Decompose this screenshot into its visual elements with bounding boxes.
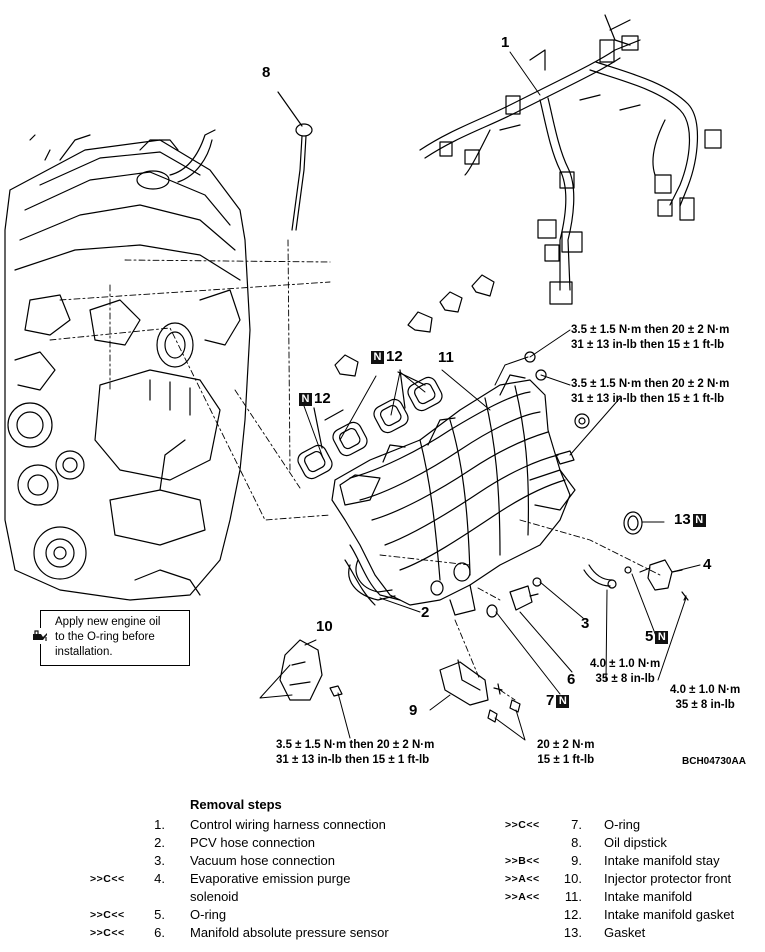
- torque-spec-line: 15 ± 1 ft-lb: [537, 754, 595, 766]
- callout-11: 11: [438, 349, 454, 366]
- removal-step-label: Evaporative emission purge: [190, 871, 351, 886]
- callout-5-number: 5: [645, 628, 654, 645]
- removal-step-number: 3.: [154, 853, 165, 868]
- removal-steps-heading: Removal steps: [190, 797, 282, 812]
- callout-4: 4: [703, 556, 712, 573]
- procedure-reference-mark: >>C<<: [90, 927, 125, 939]
- torque-spec-line: 4.0 ± 1.0 N·m: [590, 658, 661, 670]
- procedure-reference-mark: >>A<<: [505, 891, 540, 903]
- gaskets-drawing: [297, 369, 443, 480]
- wiring-harness-drawing: [419, 14, 722, 305]
- removal-step-number: 2.: [154, 835, 165, 850]
- note-line: Apply new engine oil: [55, 616, 161, 628]
- removal-step-label: Injector protector front: [604, 871, 732, 886]
- note-line: to the O-ring before: [55, 631, 155, 643]
- callout-12-right-number: 12: [386, 348, 403, 365]
- removal-step-label: Intake manifold gasket: [604, 907, 735, 922]
- new-part-badge: N: [655, 631, 669, 644]
- removal-step-number: 10.: [563, 871, 582, 886]
- removal-step-number: 12.: [563, 907, 582, 922]
- oil-dipstick-drawing: [277, 91, 313, 231]
- removal-step-number: 11.: [564, 889, 582, 904]
- callout-9: 9: [409, 702, 418, 719]
- callout-2: 2: [421, 604, 430, 621]
- callout-7-number: 7: [546, 692, 555, 709]
- removal-step-number: 13.: [563, 925, 582, 940]
- figure-code: BCH04730AA: [682, 756, 746, 767]
- removal-step-label: Manifold absolute pressure sensor: [190, 925, 389, 940]
- torque-spec-map-sensor: 4.0 ± 1.0 N·m 35 ± 8 in-lb: [590, 657, 660, 687]
- torque-spec-purge-solenoid: 4.0 ± 1.0 N·m 35 ± 8 in-lb: [670, 683, 740, 713]
- new-part-badge: N: [692, 514, 706, 527]
- callout-1: 1: [501, 34, 510, 51]
- callout-6: 6: [567, 671, 576, 688]
- oil-note-box: Apply new engine oil to the O-ring befor…: [40, 610, 190, 666]
- callout-10: 10: [316, 618, 333, 635]
- removal-step-label: PCV hose connection: [190, 835, 316, 850]
- procedure-reference-mark: >>C<<: [90, 873, 125, 885]
- removal-step-label: O-ring: [604, 817, 641, 832]
- exploded-view-diagram: [4, 14, 722, 741]
- torque-spec-stay: 20 ± 2 N·m 15 ± 1 ft-lb: [537, 738, 594, 768]
- removal-step-number: 6.: [154, 925, 165, 940]
- engine-block-drawing: [4, 129, 251, 601]
- removal-step-label: Oil dipstick: [604, 835, 667, 850]
- procedure-reference-mark: >>A<<: [505, 873, 540, 885]
- torque-spec-line: 31 ± 13 in-lb then 15 ± 1 ft-lb: [571, 393, 725, 405]
- new-part-badge: N: [556, 695, 570, 708]
- torque-spec-line: 20 ± 2 N·m: [537, 739, 595, 751]
- new-part-badge: N: [299, 393, 312, 406]
- removal-step-label: O-ring: [190, 907, 227, 922]
- intake-manifold-drawing: [331, 374, 576, 616]
- procedure-reference-mark: >>C<<: [90, 909, 125, 921]
- new-part-badge: N: [371, 351, 384, 364]
- removal-step-number: 4.: [154, 871, 165, 886]
- torque-spec-line: 35 ± 8 in-lb: [595, 673, 655, 685]
- removal-step-label: solenoid: [190, 889, 239, 904]
- removal-step-label: Intake manifold: [604, 889, 693, 904]
- torque-spec-line: 4.0 ± 1.0 N·m: [670, 684, 741, 696]
- callout-8: 8: [262, 64, 271, 81]
- removal-step-number: 8.: [571, 835, 582, 850]
- removal-step-number: 9.: [571, 853, 582, 868]
- oil-can-icon: [30, 628, 48, 644]
- removal-step-label: Gasket: [604, 925, 646, 940]
- removal-step-number: 5.: [154, 907, 165, 922]
- callout-12-left-number: 12: [314, 390, 331, 407]
- removal-step-number: 7.: [571, 817, 582, 832]
- torque-spec-line: 3.5 ± 1.5 N·m then 20 ± 2 N·m: [571, 324, 730, 336]
- callout-13-number: 13: [674, 511, 691, 528]
- note-line: installation.: [55, 646, 113, 658]
- removal-step-number: 1.: [154, 817, 165, 832]
- procedure-reference-mark: >>B<<: [505, 855, 540, 867]
- torque-spec-line: 3.5 ± 1.5 N·m then 20 ± 2 N·m: [276, 739, 435, 751]
- callout-3: 3: [581, 615, 590, 632]
- torque-spec-protector: 3.5 ± 1.5 N·m then 20 ± 2 N·m 31 ± 13 in…: [276, 738, 434, 768]
- torque-spec-line: 31 ± 13 in-lb then 15 ± 1 ft-lb: [276, 754, 430, 766]
- procedure-reference-mark: >>C<<: [505, 819, 540, 831]
- torque-spec-line: 35 ± 8 in-lb: [675, 699, 735, 711]
- torque-spec-upper-1: 3.5 ± 1.5 N·m then 20 ± 2 N·m 31 ± 13 in…: [571, 323, 729, 353]
- torque-spec-upper-2: 3.5 ± 1.5 N·m then 20 ± 2 N·m 31 ± 13 in…: [571, 377, 729, 407]
- removal-step-label: Vacuum hose connection: [190, 853, 336, 868]
- torque-spec-line: 3.5 ± 1.5 N·m then 20 ± 2 N·m: [571, 378, 730, 390]
- torque-spec-line: 31 ± 13 in-lb then 15 ± 1 ft-lb: [571, 339, 725, 351]
- removal-step-label: Intake manifold stay: [604, 853, 720, 868]
- removal-step-label: Control wiring harness connection: [190, 817, 386, 832]
